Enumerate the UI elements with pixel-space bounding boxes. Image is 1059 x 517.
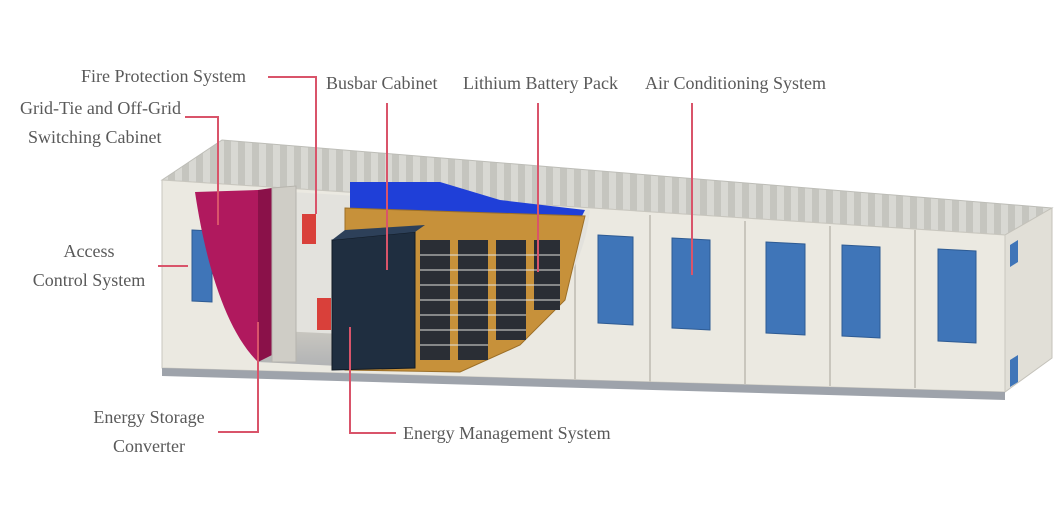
label-air-conditioning: Air Conditioning System: [645, 73, 827, 93]
leader-lines: [158, 76, 693, 434]
label-lithium-battery: Lithium Battery Pack: [463, 73, 618, 93]
end-vent: [1010, 355, 1018, 387]
label-fire-protection: Fire Protection System: [81, 66, 246, 86]
switching-cabinet: [195, 190, 258, 362]
label-pcs-line1: Energy Storage: [93, 407, 205, 427]
label-access-line2: Control System: [32, 270, 146, 290]
leader-grid-tie: [185, 116, 219, 225]
leader-ems: [349, 327, 396, 434]
fire-protection-unit: [302, 214, 316, 244]
busbar-cabinet-top: [332, 225, 425, 240]
door-windows: [191, 229, 977, 344]
leader-fire-protection: [268, 76, 317, 214]
battery-module-lines: [420, 254, 560, 346]
label-grid-tie-line1: Grid-Tie and Off-Grid: [20, 98, 181, 118]
label-access-line1: Access: [63, 241, 115, 261]
end-panel: [1010, 240, 1018, 267]
container-base: [162, 368, 1005, 400]
switching-cabinet-side: [258, 188, 272, 362]
fire-extinguisher: [317, 298, 331, 330]
label-pcs-line2: Converter: [113, 436, 185, 456]
label-busbar: Busbar Cabinet: [326, 73, 438, 93]
converter-cabinet: [271, 185, 297, 363]
label-ems: Energy Management System: [403, 423, 611, 443]
label-grid-tie-line2: Switching Cabinet: [28, 127, 162, 147]
busbar-cabinet: [331, 231, 416, 371]
leader-pcs: [218, 322, 259, 433]
